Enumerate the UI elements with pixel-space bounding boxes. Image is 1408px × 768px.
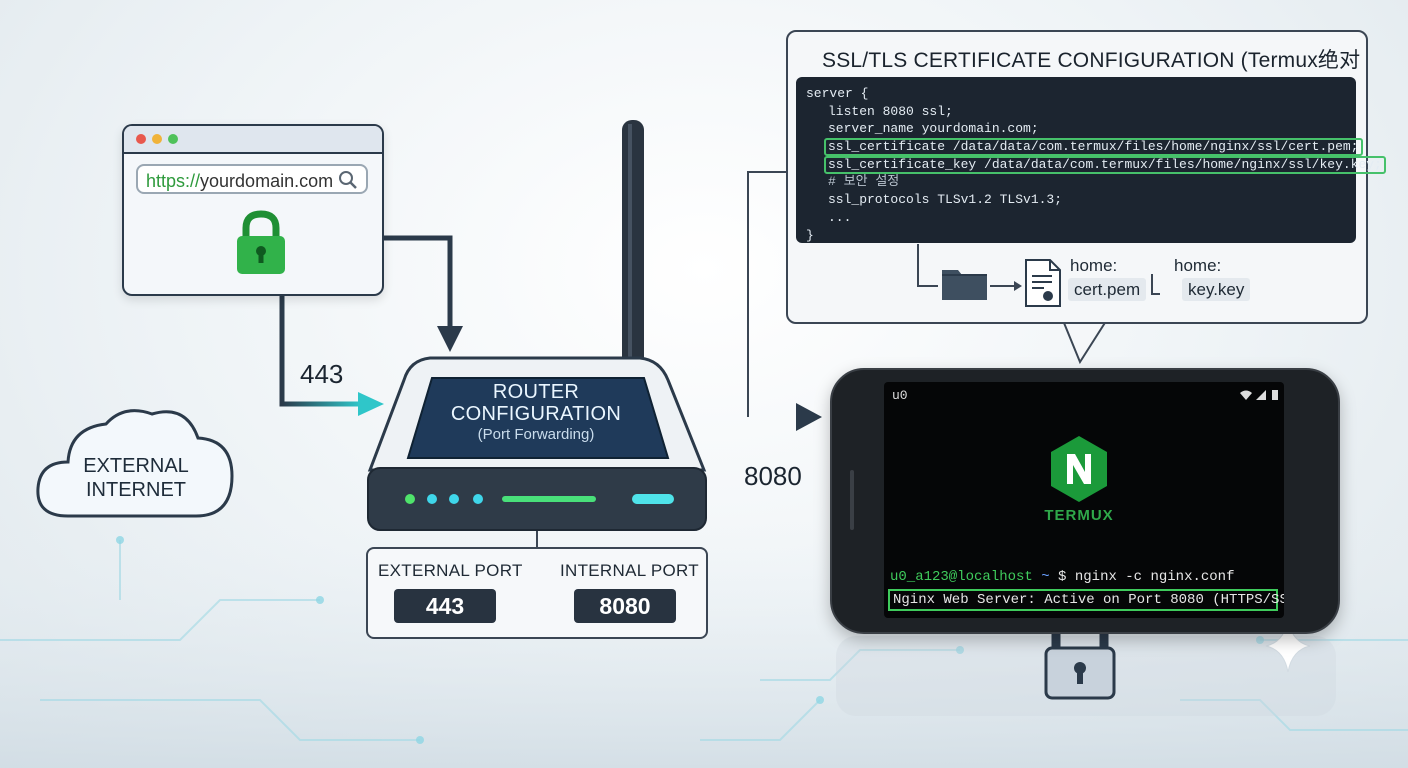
prompt-dir: ~ [1041, 569, 1050, 585]
prompt-host: u0_a123@localhost [890, 569, 1033, 585]
prompt-symbol: $ [1058, 569, 1067, 585]
certificate-file-icon [1025, 259, 1061, 307]
cloud-label-line1: EXTERNAL [83, 455, 189, 477]
search-icon[interactable] [338, 170, 358, 190]
nginx-config-code: server { listen 8080 ssl; server_name yo… [796, 77, 1386, 243]
key-file-name: key.key [1182, 278, 1251, 301]
browser-window: https://yourdomain.com [122, 124, 384, 296]
status-bar-user: u0 [892, 388, 908, 403]
signal-battery-icon [1240, 390, 1278, 400]
code-line-key-highlight: ssl_certificate_key /data/data/com.termu… [824, 155, 1386, 174]
nginx-logo-icon [1051, 436, 1107, 502]
port-forward-box: EXTERNAL PORT INTERNAL PORT 443 8080 [366, 547, 708, 639]
url-protocol: https:// [146, 171, 201, 191]
external-port-header: EXTERNAL PORT [378, 561, 523, 580]
browser-titlebar [124, 126, 382, 154]
code-line: server { [806, 86, 869, 101]
cert-dir-label: home: [1070, 256, 1118, 275]
terminal-command: nginx -c nginx.conf [1074, 569, 1235, 585]
maximize-dot-icon[interactable] [168, 134, 178, 144]
code-line: } [806, 227, 814, 243]
forwarded-port-label: 8080 [744, 461, 802, 491]
external-port-value: 443 [394, 589, 496, 623]
minimize-dot-icon[interactable] [152, 134, 162, 144]
url-host: yourdomain.com [200, 171, 334, 191]
nginx-status-message: Nginx Web Server: Active on Port 8080 (H… [888, 589, 1284, 611]
code-line-comment: # 보안 설정 [828, 174, 900, 190]
internal-port-value: 8080 [574, 589, 676, 623]
key-dir-label: home: [1174, 256, 1222, 275]
router-screen: ROUTER CONFIGURATION (Port Forwarding) [418, 381, 654, 445]
router-title-line2: CONFIGURATION [450, 403, 622, 425]
cloud-shape [36, 409, 234, 518]
close-dot-icon[interactable] [136, 134, 146, 144]
router-subtitle: (Port Forwarding) [477, 426, 595, 443]
code-line: ... [828, 209, 852, 225]
code-line: ssl_protocols TLSv1.2 TLSv1.3; [828, 192, 1063, 208]
termux-screen[interactable]: u0 TERMUX u0_a123@localhost ~ $ nginx -c… [884, 382, 1284, 618]
file-tree-lines [917, 244, 1160, 295]
terminal-prompt: u0_a123@localhost ~ $ nginx -c nginx.con… [890, 569, 1235, 585]
cloud-label-line2: INTERNET [86, 479, 186, 501]
code-line-cert-highlight: ssl_certificate /data/data/com.termux/fi… [824, 138, 1363, 157]
phone-side-button [850, 470, 854, 530]
incoming-port-label: 443 [300, 359, 344, 389]
cert-file-name: cert.pem [1068, 278, 1147, 301]
termux-app-name: TERMUX [1044, 507, 1114, 524]
internal-port-header: INTERNAL PORT [560, 561, 699, 580]
cloud-label: EXTERNAL INTERNET [66, 454, 206, 502]
padlock-green-icon [237, 210, 285, 274]
code-line: server_name yourdomain.com; [828, 121, 1039, 137]
ssl-config-panel: SSL/TLS CERTIFICATE CONFIGURATION (Termu… [786, 30, 1386, 324]
url-bar[interactable]: https://yourdomain.com [136, 164, 368, 194]
folder-icon [942, 270, 987, 300]
router-title-line1: ROUTER [492, 381, 580, 403]
code-line: listen 8080 ssl; [828, 103, 953, 119]
phone-device: u0 TERMUX u0_a123@localhost ~ $ nginx -c… [830, 368, 1340, 634]
